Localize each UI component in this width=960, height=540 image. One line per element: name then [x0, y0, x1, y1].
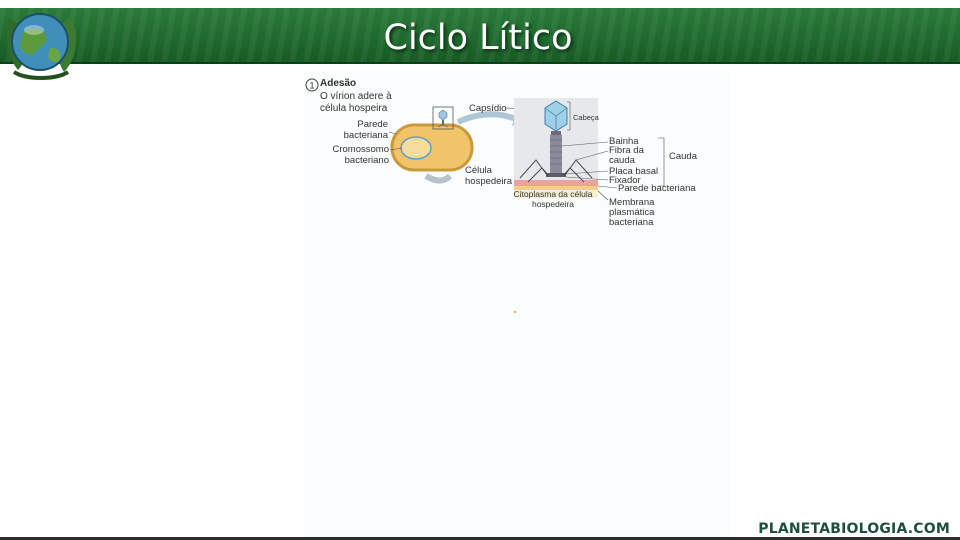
label-bainha: Bainha: [609, 136, 639, 147]
leader-parede-bacteriana: [597, 185, 618, 189]
label-citoplasma-line1: Citoplasma da célula: [514, 189, 593, 199]
leader-cromossomo: [389, 147, 403, 151]
phage-detail-inset: [514, 98, 598, 198]
step-desc-line1: O vírion adere à: [320, 91, 392, 102]
title-banner: Ciclo Lítico: [0, 8, 960, 64]
label-parede-line1: Parede: [357, 119, 388, 130]
step-title: Adesão: [320, 78, 356, 89]
footer-bar: [0, 537, 960, 540]
label-capsideo: Capsídio: [469, 103, 507, 114]
globe-leaves-icon: [6, 13, 77, 80]
label-membrana-line1: Membrana: [609, 197, 655, 208]
page-title: Ciclo Lítico: [383, 18, 573, 58]
step-number-circle: [305, 78, 319, 92]
label-parede-bacteriana: Parede bacteriana: [618, 183, 696, 194]
small-phage-icon: [432, 106, 454, 130]
label-fibra-line2: cauda: [609, 155, 636, 166]
label-membrana-line3: bacteriana: [609, 217, 654, 228]
leader-fixador: [565, 176, 609, 181]
label-fibra-line1: Fibra da: [609, 145, 645, 156]
leader-fibra: [575, 150, 609, 161]
label-cauda: Cauda: [669, 151, 698, 162]
bracket-cabeca: [567, 101, 571, 131]
label-fixador: Fixador: [609, 175, 641, 186]
stray-dot: [513, 310, 517, 314]
label-cromossomo-line1: Cromossomo: [333, 144, 390, 155]
label-parede-line2: bacteriana: [344, 130, 389, 141]
step-desc-line2: célula hospeira: [320, 103, 388, 114]
zoom-arrow: [456, 111, 520, 125]
label-celula-line2: hospedeira: [465, 176, 513, 187]
site-brand: PLANETABIOLOGIA.COM: [758, 521, 950, 537]
leader-membrana: [597, 190, 609, 201]
label-placa: Placa basal: [609, 166, 658, 177]
banner-texture: [0, 8, 960, 62]
label-cromossomo-line2: bacteriano: [345, 155, 389, 166]
bacterium-illustration: [390, 123, 474, 184]
leader-parede: [388, 131, 397, 135]
leader-placa: [565, 170, 609, 175]
label-celula-line1: Célula: [465, 165, 493, 176]
label-cabeca: Cabeça: [573, 113, 600, 122]
step-number: 1: [309, 81, 314, 91]
label-membrana-line2: plasmática: [609, 207, 655, 218]
bracket-cauda: [658, 137, 665, 187]
label-citoplasma-line2: hospedeira: [532, 199, 574, 209]
leader-bainha: [561, 141, 609, 147]
